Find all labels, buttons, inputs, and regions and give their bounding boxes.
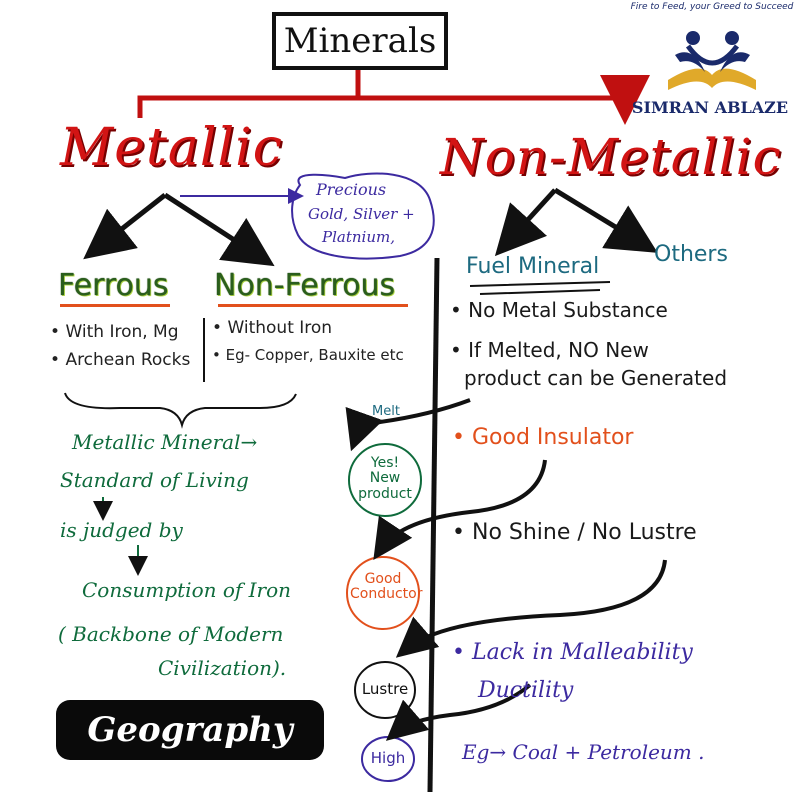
geography-badge-label: Geography (87, 710, 293, 750)
logo-graphic (668, 31, 756, 90)
lustre-bubble (354, 661, 416, 719)
fuel-mineral-label: Fuel Mineral (466, 254, 600, 279)
title-box: Minerals (272, 12, 448, 70)
nm-point-5-cont: Ductility (478, 678, 574, 703)
precious-line-3: Platnium, (322, 228, 395, 246)
page-title: Minerals (283, 21, 437, 61)
non-ferrous-underline (218, 304, 408, 307)
non-metallic-heading: Non-Metallic (440, 128, 782, 186)
nm-point-1: • No Metal Substance (450, 298, 668, 322)
ferrous-point-2: • Archean Rocks (50, 350, 191, 370)
nm-point-2-cont: product can be Generated (464, 366, 728, 390)
ferrous-underline (60, 304, 170, 307)
high-text: High (370, 749, 406, 767)
note-line-6: Civilization). (158, 656, 287, 680)
note-line-3: is judged by (60, 518, 183, 542)
non-ferrous-point-2: • Eg- Copper, Bauxite etc (212, 346, 404, 364)
note-line-4: Consumption of Iron (82, 578, 292, 602)
title-split-arrow (137, 75, 650, 125)
ferrous-point-1: • With Iron, Mg (50, 322, 179, 342)
melt-label: Melt (372, 404, 400, 419)
note-line-2: Standard of Living (60, 468, 249, 492)
nm-example: Eg→ Coal + Petroleum . (462, 740, 705, 764)
geography-badge: Geography (56, 700, 324, 760)
ferrous-heading: Ferrous (58, 268, 169, 303)
conductor-text: Good Conductor (350, 571, 423, 603)
nm-point-4: • No Shine / No Lustre (452, 520, 697, 545)
note-line-1: Metallic Mineral→ (72, 430, 258, 454)
precious-line-2: Gold, Silver + (308, 205, 415, 223)
others-label: Others (654, 242, 728, 267)
logo-tagline: Fire to Feed, your Greed to Succeed (630, 2, 794, 12)
non-ferrous-point-1: • Without Iron (212, 318, 333, 338)
nm-point-5: • Lack in Malleability (452, 640, 693, 665)
metallic-heading: Metallic (60, 118, 283, 178)
nm-point-3: • Good Insulator (452, 425, 634, 450)
new-product-text: Yes! New product (358, 455, 412, 502)
note-line-5: ( Backbone of Modern (58, 622, 284, 646)
precious-bubble (291, 172, 435, 260)
lustre-text: Lustre (361, 680, 409, 698)
logo-name: SIMRAN ABLAZE (631, 98, 789, 117)
precious-label: Precious (316, 180, 387, 199)
non-ferrous-heading: Non-Ferrous (214, 268, 396, 303)
nm-point-2: • If Melted, NO New (450, 338, 649, 362)
